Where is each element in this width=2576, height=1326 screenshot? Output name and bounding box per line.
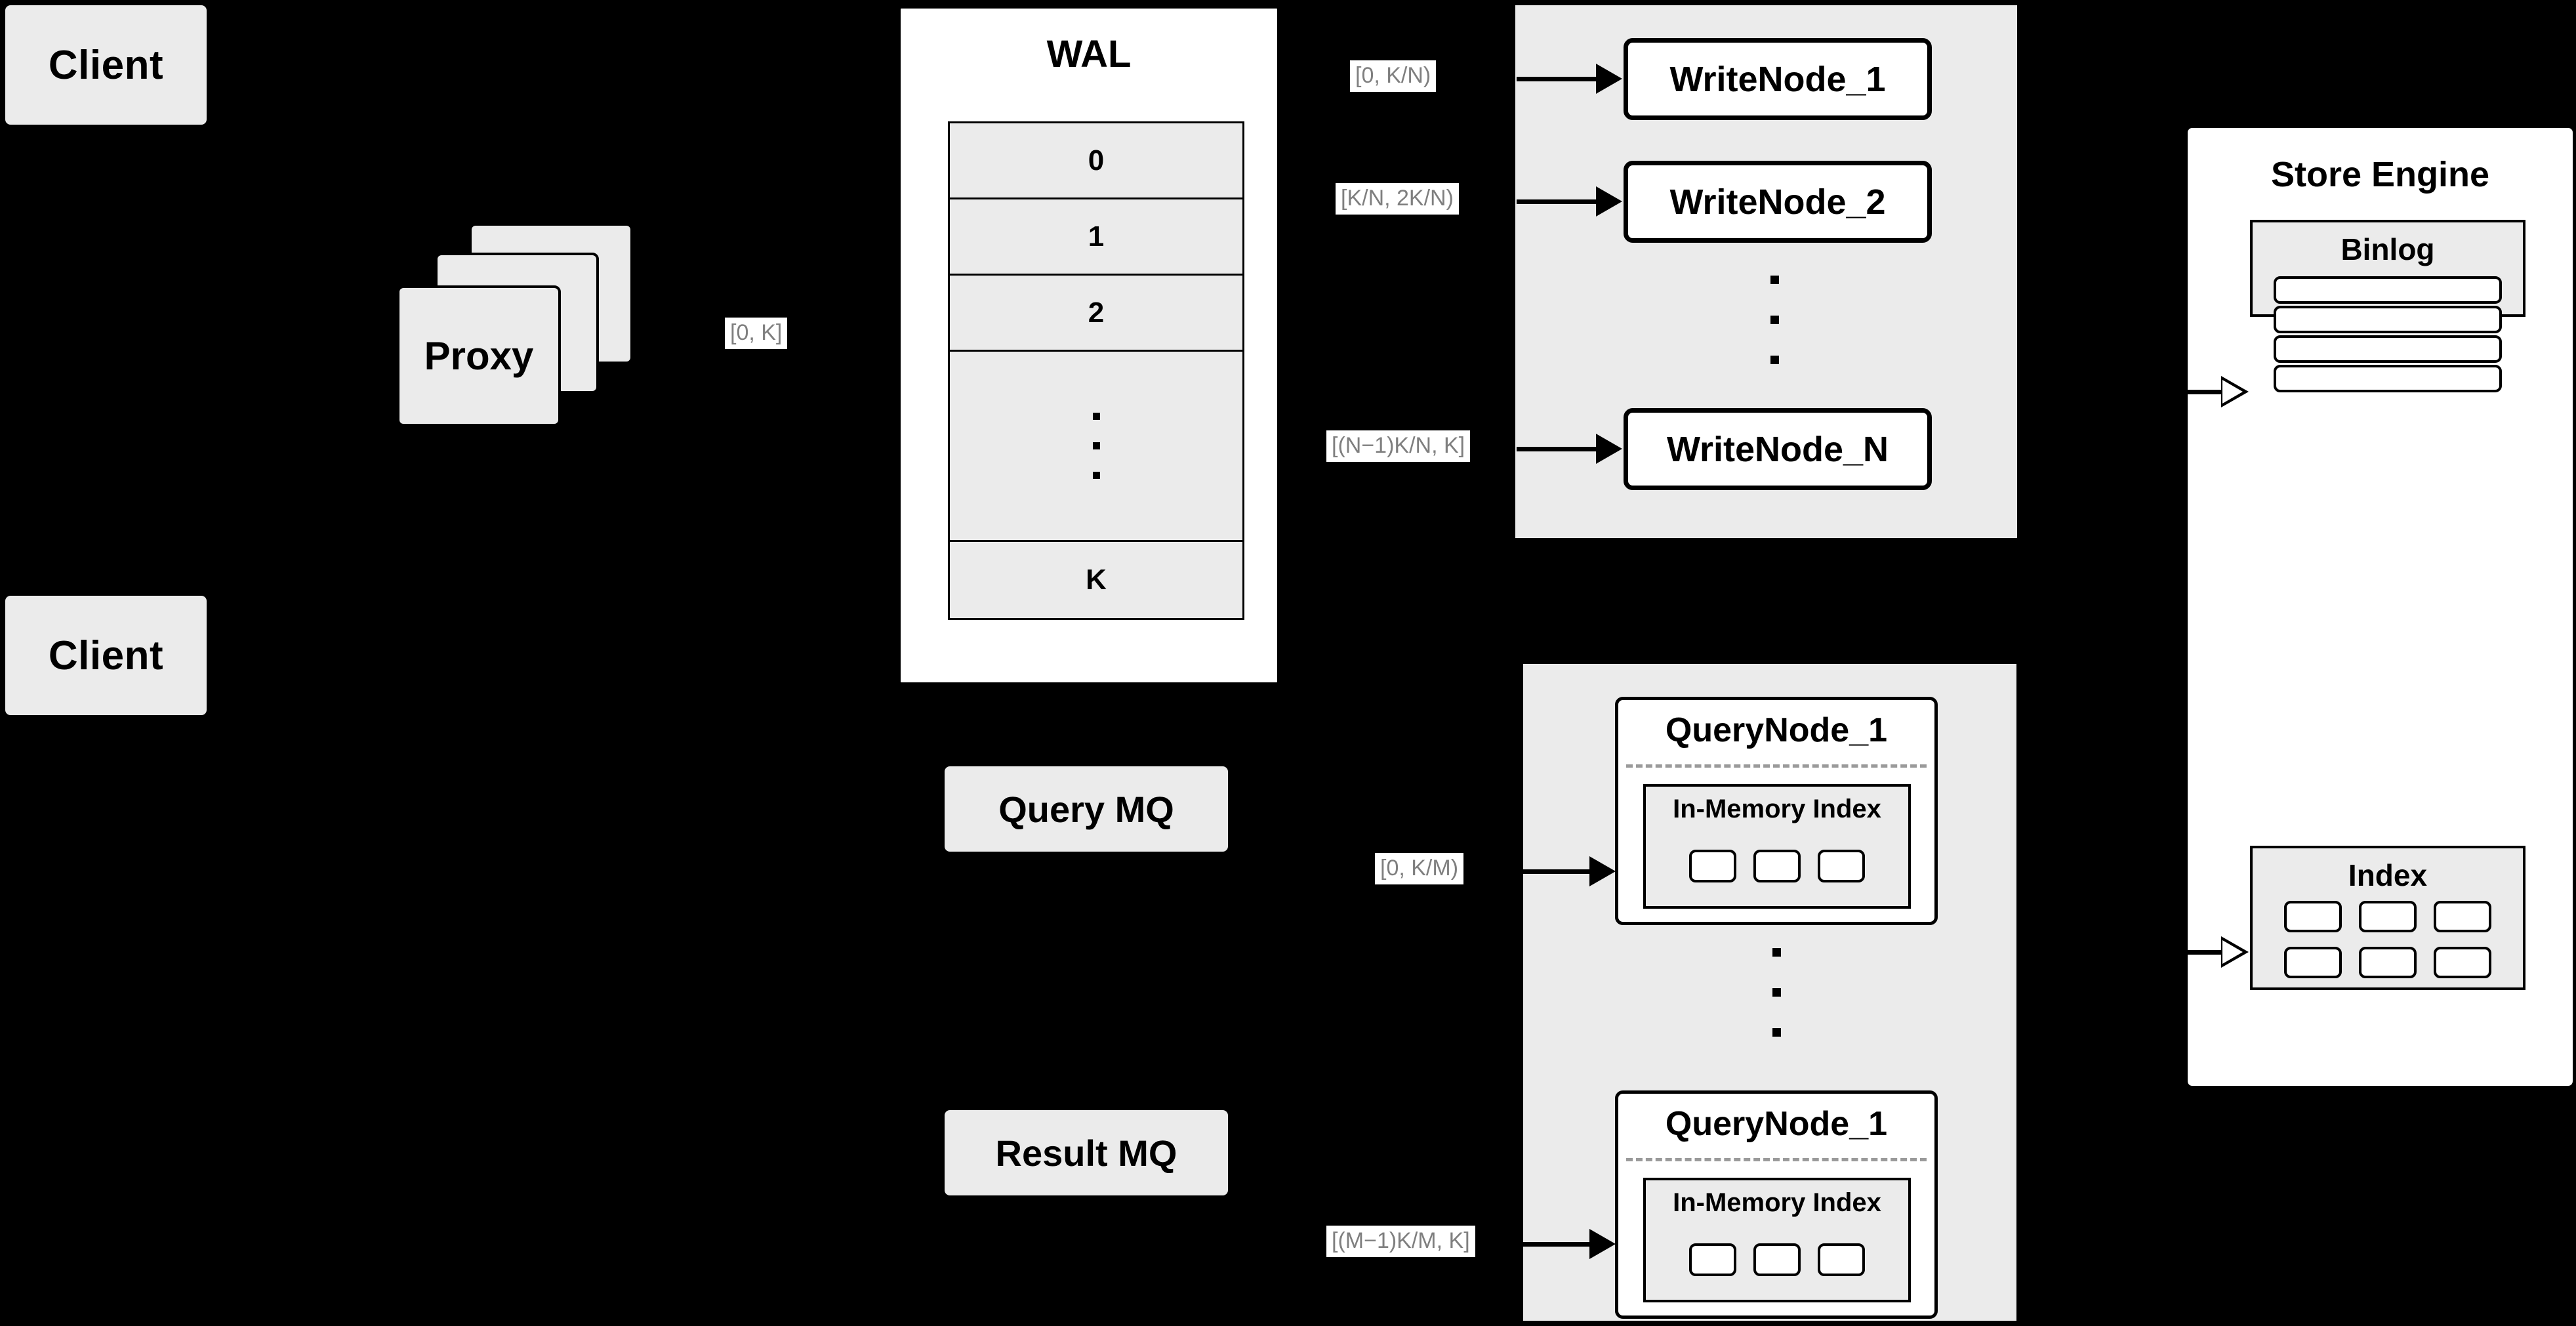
in-memory-index-title: In-Memory Index — [1673, 1188, 1881, 1217]
write-node-n[interactable]: WriteNode_N — [1624, 408, 1932, 490]
index-grid — [2253, 901, 2523, 978]
wal-entry-row: K — [950, 542, 1242, 618]
wal-entry-ellipsis — [950, 352, 1242, 542]
arrow-head-to-write-node-n — [1596, 434, 1622, 464]
index-cell — [1818, 850, 1865, 882]
query-node-separator — [1626, 764, 1927, 768]
arrow-line-to-binlog — [2184, 390, 2222, 394]
index-cell — [1753, 1243, 1801, 1276]
write-nodes-ellipsis — [1770, 276, 1779, 364]
edge-label-to-write-node-1: [0, K/N) — [1350, 60, 1437, 92]
edge-label-proxy-to-wal: [0, K] — [725, 318, 788, 349]
store-engine-panel: Store Engine Binlog Index — [2184, 125, 2576, 1089]
index-cell — [2359, 947, 2417, 978]
client-box-top[interactable]: Client — [5, 5, 207, 125]
wal-entry-row: 2 — [950, 276, 1242, 352]
client-label: Client — [48, 42, 164, 88]
in-memory-index-box: In-Memory Index — [1643, 1178, 1911, 1302]
in-memory-index-box: In-Memory Index — [1643, 784, 1911, 909]
wal-entry-row: 0 — [950, 123, 1242, 199]
arrow-head-to-query-node-1 — [1589, 856, 1616, 886]
arrow-head-to-query-node-m — [1589, 1229, 1616, 1259]
query-nodes-ellipsis — [1772, 948, 1781, 1037]
query-mq-label: Query MQ — [998, 788, 1174, 830]
binlog-segment — [2274, 276, 2502, 304]
query-node-title: QueryNode_1 — [1665, 1105, 1888, 1143]
edge-label-to-write-node-2: [K/N, 2K/N) — [1336, 183, 1459, 215]
binlog-segment — [2274, 365, 2502, 392]
wal-entry-table: 0 1 2 K — [948, 121, 1244, 620]
query-node-title: QueryNode_1 — [1665, 711, 1888, 749]
index-cell — [1753, 850, 1801, 882]
arrow-head-to-write-node-2 — [1596, 186, 1622, 217]
index-cell — [1689, 850, 1736, 882]
index-cell — [2434, 901, 2491, 932]
arrow-head-to-write-node-1 — [1596, 64, 1622, 94]
write-node-label: WriteNode_2 — [1669, 182, 1886, 222]
arrow-line-to-write-node-n — [1517, 447, 1599, 451]
binlog-segment — [2274, 306, 2502, 333]
query-mq-box[interactable]: Query MQ — [945, 766, 1228, 852]
index-cell — [2434, 947, 2491, 978]
arrow-line-to-query-node-1 — [1523, 869, 1592, 874]
index-cell — [2284, 901, 2342, 932]
client-box-bottom[interactable]: Client — [5, 596, 207, 715]
query-node-m[interactable]: QueryNode_1 In-Memory Index — [1615, 1090, 1938, 1319]
proxy-card-front[interactable]: Proxy — [397, 285, 561, 426]
write-node-label: WriteNode_N — [1666, 429, 1889, 469]
index-box: Index — [2250, 846, 2525, 990]
proxy-stack[interactable]: Proxy — [377, 217, 653, 433]
arrow-line-to-write-node-2 — [1517, 199, 1599, 204]
query-node-separator — [1626, 1158, 1927, 1161]
write-node-1[interactable]: WriteNode_1 — [1624, 38, 1932, 120]
arrow-head-open-to-binlog — [2221, 376, 2249, 407]
edge-label-to-query-node-1: [0, K/M) — [1375, 853, 1464, 884]
edge-label-to-write-node-n: [(N−1)K/N, K] — [1326, 430, 1471, 462]
write-node-2[interactable]: WriteNode_2 — [1624, 161, 1932, 243]
in-memory-index-title: In-Memory Index — [1673, 795, 1881, 823]
index-grid-row — [2284, 947, 2491, 978]
edge-label-to-query-node-m: [(M−1)K/M, K] — [1326, 1226, 1475, 1257]
proxy-label: Proxy — [424, 334, 534, 378]
store-engine-title: Store Engine — [2270, 155, 2490, 194]
index-title: Index — [2348, 858, 2428, 892]
binlog-box: Binlog — [2250, 220, 2525, 392]
result-mq-label: Result MQ — [995, 1132, 1177, 1174]
write-node-label: WriteNode_1 — [1669, 59, 1886, 99]
arrow-line-to-query-node-m — [1523, 1242, 1592, 1247]
index-cell — [1689, 1243, 1736, 1276]
result-mq-box[interactable]: Result MQ — [945, 1110, 1228, 1195]
arrow-head-open-to-index — [2221, 936, 2249, 968]
wal-title: WAL — [1046, 33, 1132, 75]
wal-panel: WAL 0 1 2 K — [897, 5, 1280, 686]
binlog-segments — [2274, 276, 2502, 392]
in-memory-index-cells — [1646, 1243, 1908, 1276]
index-cell — [2284, 947, 2342, 978]
index-cell — [1818, 1243, 1865, 1276]
query-node-1[interactable]: QueryNode_1 In-Memory Index — [1615, 697, 1938, 925]
arrow-line-to-index — [2184, 950, 2222, 955]
binlog-segment — [2274, 335, 2502, 363]
binlog-title: Binlog — [2341, 232, 2435, 266]
index-grid-row — [2284, 901, 2491, 932]
in-memory-index-cells — [1646, 850, 1908, 882]
arrow-line-to-write-node-1 — [1517, 77, 1599, 81]
index-cell — [2359, 901, 2417, 932]
wal-entry-row: 1 — [950, 199, 1242, 276]
client-label: Client — [48, 632, 164, 678]
